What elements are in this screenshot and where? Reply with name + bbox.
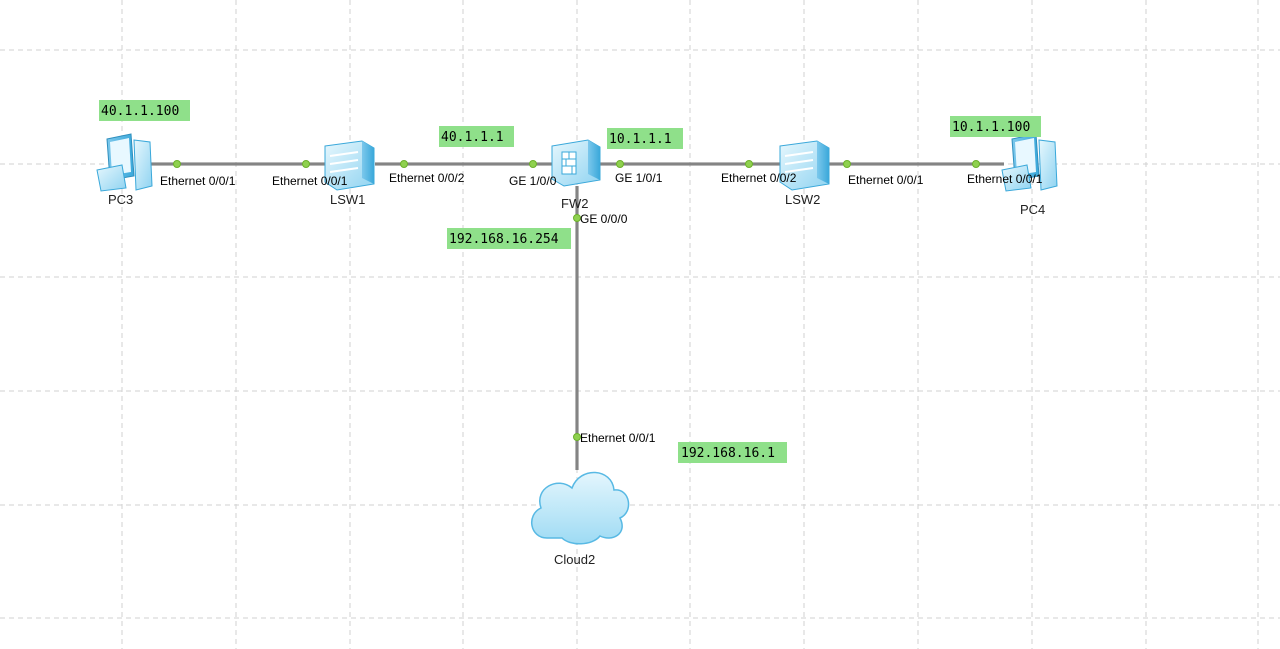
lsw2-device[interactable]: LSW2 (779, 140, 830, 207)
port-label-fw2-ge101: GE 1/0/1 (615, 171, 663, 185)
port-dot-pc4[interactable] (972, 160, 980, 168)
firewall-icon (551, 139, 601, 187)
ip-tag-fw2-left[interactable]: 40.1.1.1 (439, 126, 514, 147)
port-dot-cloud2[interactable] (573, 433, 581, 441)
port-label-pc3: Ethernet 0/0/1 (160, 174, 236, 188)
fw2-device[interactable]: FW2 (551, 139, 601, 211)
port-label-pc4: Ethernet 0/0/1 (967, 172, 1043, 186)
lsw1-device[interactable]: LSW1 (324, 140, 375, 207)
port-dot-fw2-ge100[interactable] (529, 160, 537, 168)
ip-text-pc3: 40.1.1.100 (101, 104, 179, 119)
pc3-label: PC3 (108, 192, 133, 207)
switch-icon (324, 140, 375, 191)
ip-tag-cloud2[interactable]: 192.168.16.1 (678, 442, 787, 463)
port-dots (173, 160, 980, 441)
port-label-fw2-ge100: GE 1/0/0 (509, 174, 557, 188)
pc4-label: PC4 (1020, 202, 1045, 217)
pc-icon (96, 133, 153, 192)
cloud2-device[interactable]: Cloud2 (531, 471, 630, 567)
fw2-label: FW2 (561, 196, 588, 211)
ip-tag-fw2-down[interactable]: 192.168.16.254 (447, 228, 571, 249)
cloud2-label: Cloud2 (554, 552, 595, 567)
pc3-device[interactable]: PC3 (96, 133, 153, 207)
port-dot-pc3[interactable] (173, 160, 181, 168)
ip-text-fw2-left: 40.1.1.1 (441, 130, 504, 145)
ip-text-fw2-down: 192.168.16.254 (449, 232, 559, 247)
port-labels: Ethernet 0/0/1 Ethernet 0/0/1 Ethernet 0… (160, 171, 1043, 445)
port-label-fw2-ge000: GE 0/0/0 (580, 212, 628, 226)
ip-tag-pc4[interactable]: 10.1.1.100 (950, 116, 1041, 137)
port-label-lsw2-eth2: Ethernet 0/0/2 (721, 171, 797, 185)
port-dot-lsw2-eth1[interactable] (843, 160, 851, 168)
ip-text-fw2-right: 10.1.1.1 (609, 132, 672, 147)
port-dot-fw2-ge000[interactable] (573, 214, 581, 222)
port-dot-lsw1-eth1[interactable] (302, 160, 310, 168)
pc-icon (1001, 133, 1058, 192)
ip-tag-pc3[interactable]: 40.1.1.100 (99, 100, 190, 121)
port-dot-fw2-ge101[interactable] (616, 160, 624, 168)
lsw1-label: LSW1 (330, 192, 365, 207)
ip-text-cloud2: 192.168.16.1 (681, 446, 775, 461)
port-dot-lsw1-eth2[interactable] (400, 160, 408, 168)
port-label-lsw2-eth1: Ethernet 0/0/1 (848, 173, 924, 187)
port-label-lsw1-eth1: Ethernet 0/0/1 (272, 174, 348, 188)
port-label-lsw1-eth2: Ethernet 0/0/2 (389, 171, 465, 185)
port-dot-lsw2-eth2[interactable] (745, 160, 753, 168)
port-label-cloud2: Ethernet 0/0/1 (580, 431, 656, 445)
cloud-icon (531, 471, 630, 545)
pc4-device[interactable]: PC4 (1001, 133, 1058, 217)
ip-text-pc4: 10.1.1.100 (952, 120, 1030, 135)
lsw2-label: LSW2 (785, 192, 820, 207)
ip-tag-fw2-right[interactable]: 10.1.1.1 (607, 128, 683, 149)
switch-icon (779, 140, 830, 191)
